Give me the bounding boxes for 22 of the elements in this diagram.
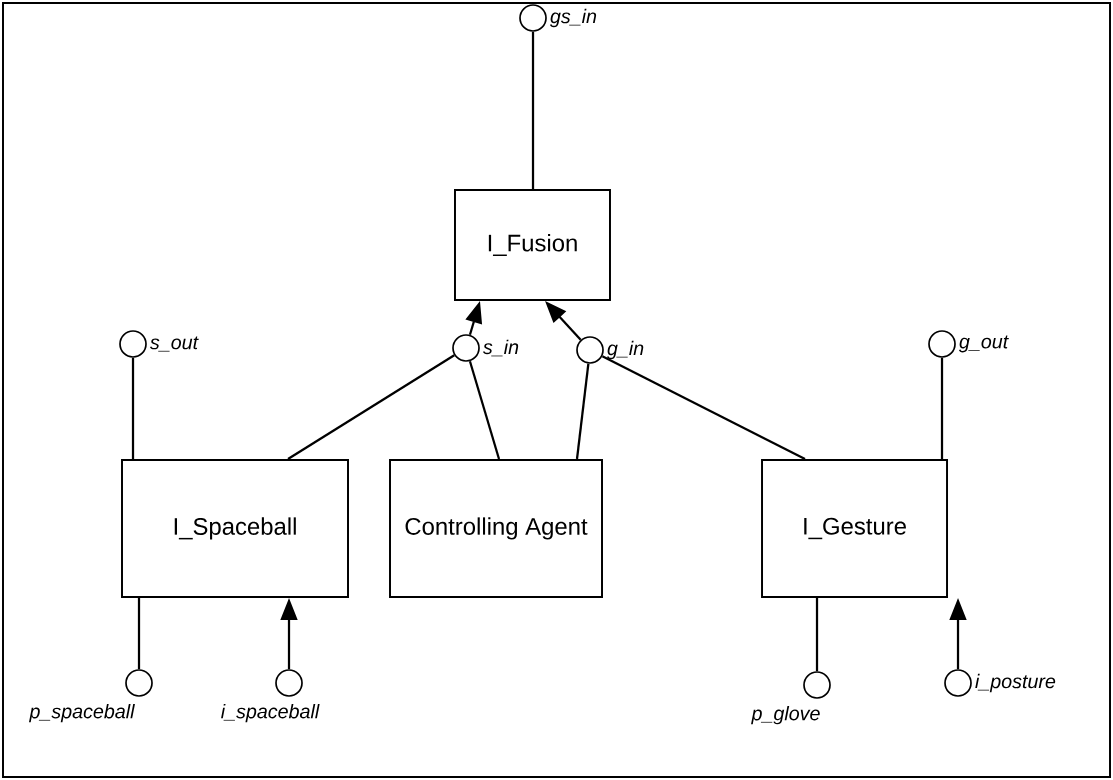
component-box: I_Gesture [761,459,948,598]
node-label: gs_in [549,8,597,28]
connector-line [940,357,944,459]
component-box: Controlling Agent [389,459,603,598]
connector-line [575,363,590,460]
component-box: I_Fusion [454,189,611,301]
connector-line [131,357,135,459]
node-label: p_glove [751,705,820,725]
connector-line [601,355,806,460]
node-label: s_in [482,339,519,357]
node-label: i_posture [975,673,1056,693]
node-label: i_spaceball [221,703,320,723]
node-label: p_spaceball [28,703,135,723]
node-label: g_in [606,340,644,360]
connector-line [287,354,455,460]
connector-line [468,360,501,460]
connector-line [137,597,141,670]
connector-line [815,597,819,672]
node-label: g_out [958,335,1009,353]
node-label: s_out [149,336,199,352]
connector-line [531,31,535,189]
component-box: I_Spaceball [121,459,349,598]
